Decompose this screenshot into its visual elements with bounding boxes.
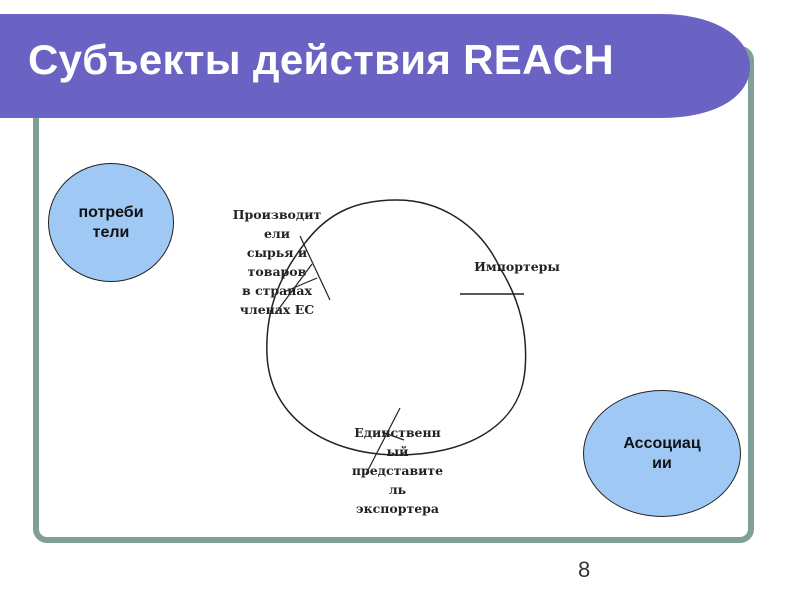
consumers-line-1: потреби [78, 203, 144, 221]
producers-line-2: ели [263, 226, 291, 241]
page-number: 8 [578, 557, 591, 582]
consumers-bubble: потреби тели [48, 163, 174, 282]
associations-line-1: Ассоциац [623, 434, 701, 452]
representative-line-4: ль [388, 482, 407, 497]
title-banner [0, 14, 750, 118]
producers-label: Производит ели сырья и товаров в странах… [218, 205, 336, 319]
associations-bubble: Ассоциац ии [583, 390, 741, 517]
producers-tick-2 [283, 277, 318, 293]
representative-line-1: Единственн [354, 425, 441, 440]
producers-line-5: в странах [242, 283, 312, 298]
cycle-arc-top [304, 199, 501, 269]
cycle-arc-left [266, 242, 399, 456]
representative-line-3: представите [351, 463, 444, 478]
title-banner-shape [0, 14, 750, 118]
producers-tick-1 [299, 235, 331, 301]
associations-line-2: ии [652, 454, 672, 472]
cycle-arc-right [397, 267, 527, 456]
producers-line-6: членах ЕС [239, 302, 315, 317]
importers-line-1: Импортеры [474, 259, 560, 274]
representative-label: Единственн ый представите ль экспортера [340, 423, 455, 518]
representative-tick-2 [381, 431, 405, 441]
producers-line-1: Производит [232, 207, 322, 222]
producers-line-3: сырья и [246, 245, 308, 260]
producers-line-4: товаров [247, 264, 307, 279]
consumers-bubble-label: потреби тели [78, 203, 143, 243]
representative-line-5: экспортера [355, 501, 439, 516]
producers-tick-3 [274, 263, 313, 315]
representative-tick-1 [365, 407, 401, 475]
representative-line-2: ый [386, 444, 409, 459]
associations-bubble-label: Ассоциац ии [623, 434, 700, 474]
importers-label: Импортеры [462, 257, 572, 276]
page-title: Субъекты действия REACH [28, 36, 614, 83]
consumers-line-2: тели [92, 223, 130, 241]
